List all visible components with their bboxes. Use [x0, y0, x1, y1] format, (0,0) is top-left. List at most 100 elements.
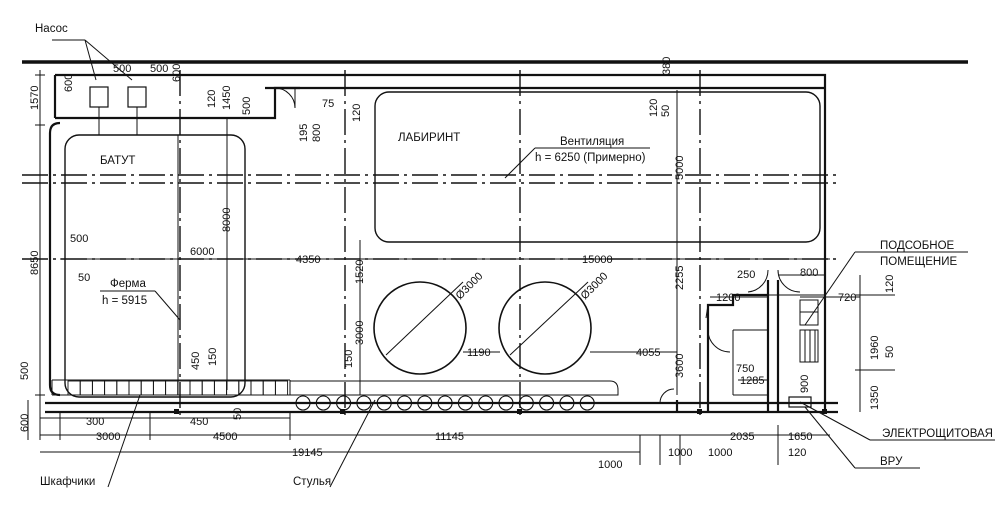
door-swings [274, 87, 801, 404]
utility-room: ПОДСОБНОЕ ПОМЕЩЕНИЕ [799, 240, 968, 363]
pump-1 [89, 86, 109, 108]
dim-600-top-left: 600 [63, 74, 75, 92]
dim-8650: 8650 [29, 251, 41, 275]
dim-500-top-1: 500 [113, 63, 131, 75]
dim-720: 720 [838, 292, 856, 304]
dim-50-utility: 50 [884, 346, 896, 358]
chair [437, 395, 453, 411]
dim-250: 250 [737, 269, 755, 281]
pump-2 [127, 86, 147, 108]
pumps: Насос [35, 23, 147, 135]
locker [116, 380, 130, 396]
dim-750: 750 [736, 363, 754, 375]
dim-800-utility: 800 [800, 267, 818, 279]
chair [396, 395, 413, 411]
electrical-room: ЭЛЕКТРОЩИТОВАЯ ВРУ [799, 401, 995, 469]
chair [478, 395, 494, 411]
chair [457, 395, 473, 411]
dim-1200: 1200 [716, 292, 740, 304]
pool-left [373, 281, 467, 375]
dim-150-lockers: 150 [207, 348, 219, 366]
dim-2255: 2255 [674, 266, 686, 290]
dimension-texts-vertical: 600 600 1570 8650 500 600 120 1450 500 1… [19, 57, 896, 432]
locker [91, 380, 106, 396]
dim-5000: 5000 [674, 156, 686, 180]
utility-room-label-1: ПОДСОБНОЕ [880, 240, 955, 252]
dim-900: 900 [799, 375, 811, 393]
ventilation-leader [504, 147, 536, 179]
dim-1000-a: 1000 [598, 459, 622, 471]
dim-600-bottom-left: 600 [19, 414, 31, 432]
truss-label: Ферма [110, 278, 146, 290]
dim-450-lockers: 450 [190, 352, 202, 370]
labyrinth-area [374, 91, 821, 243]
dim-3000-vertical: 3000 [354, 321, 366, 345]
dim-500-left: 500 [70, 233, 88, 245]
chair [579, 395, 595, 411]
dim-1570: 1570 [29, 86, 41, 110]
dim-11145: 11145 [435, 431, 464, 443]
lockers-label: Шкафчики [40, 476, 95, 488]
dim-50-lockers: 50 [232, 408, 244, 420]
dim-800-door: 800 [311, 124, 323, 142]
dim-50-right: 50 [660, 105, 672, 117]
dim-8000: 8000 [221, 208, 233, 232]
dim-4055: 4055 [636, 347, 660, 359]
dim-6000: 6000 [190, 246, 214, 258]
chair [315, 395, 331, 411]
chair [417, 395, 433, 411]
round-pools: Ø3000 Ø3000 [373, 270, 610, 375]
locker [104, 380, 118, 396]
locker [79, 380, 93, 396]
dim-500-top-2: 500 [150, 63, 168, 75]
dim-2035: 2035 [730, 431, 754, 443]
dim-1650: 1650 [788, 431, 812, 443]
dim-380: 380 [661, 57, 673, 75]
chair [376, 395, 392, 411]
dim-1350: 1350 [869, 386, 881, 410]
chair [295, 395, 311, 411]
dim-500-door: 500 [241, 97, 253, 115]
trampoline-label: БАТУТ [100, 155, 135, 167]
dim-1190: 1190 [467, 347, 491, 359]
chair [356, 395, 372, 411]
pump-label: Насос [35, 23, 68, 35]
walls [22, 60, 968, 414]
labyrinth-label: ЛАБИРИНТ [398, 132, 460, 144]
chairs-row [295, 395, 595, 411]
dim-450-bottom: 450 [190, 416, 208, 428]
dim-15000: 15000 [582, 254, 613, 266]
dim-120-bottom: 120 [788, 447, 806, 459]
dim-1520: 1520 [354, 260, 366, 284]
chair [498, 395, 514, 411]
dim-500-bottom-left: 500 [19, 362, 31, 380]
dim-75: 75 [322, 98, 334, 110]
locker [140, 380, 154, 396]
locker [274, 380, 289, 396]
locker [250, 380, 264, 396]
chair [539, 395, 555, 411]
truss-height: h = 5915 [102, 295, 147, 307]
locker [152, 380, 167, 396]
chair [518, 395, 534, 411]
locker [128, 380, 142, 396]
dimension-lines [27, 70, 895, 465]
ventilation-label: Вентиляция [560, 136, 624, 148]
locker [201, 380, 215, 396]
dim-120-door: 120 [206, 90, 218, 108]
dim-120-right: 120 [648, 99, 660, 117]
locker [165, 380, 179, 396]
pool-right [498, 281, 592, 375]
locker [213, 380, 228, 396]
dim-1000-c: 1000 [708, 447, 732, 459]
trampoline-area [64, 134, 246, 398]
dim-1285: 1285 [740, 375, 764, 387]
vru-label: ВРУ [880, 456, 903, 468]
locker [226, 380, 240, 396]
columns [174, 409, 827, 414]
locker [262, 380, 276, 396]
dim-120-lab: 120 [351, 104, 363, 122]
dim-50-left: 50 [78, 272, 90, 284]
dim-4350: 4350 [296, 254, 320, 266]
chairs-label: Стулья [293, 476, 331, 488]
